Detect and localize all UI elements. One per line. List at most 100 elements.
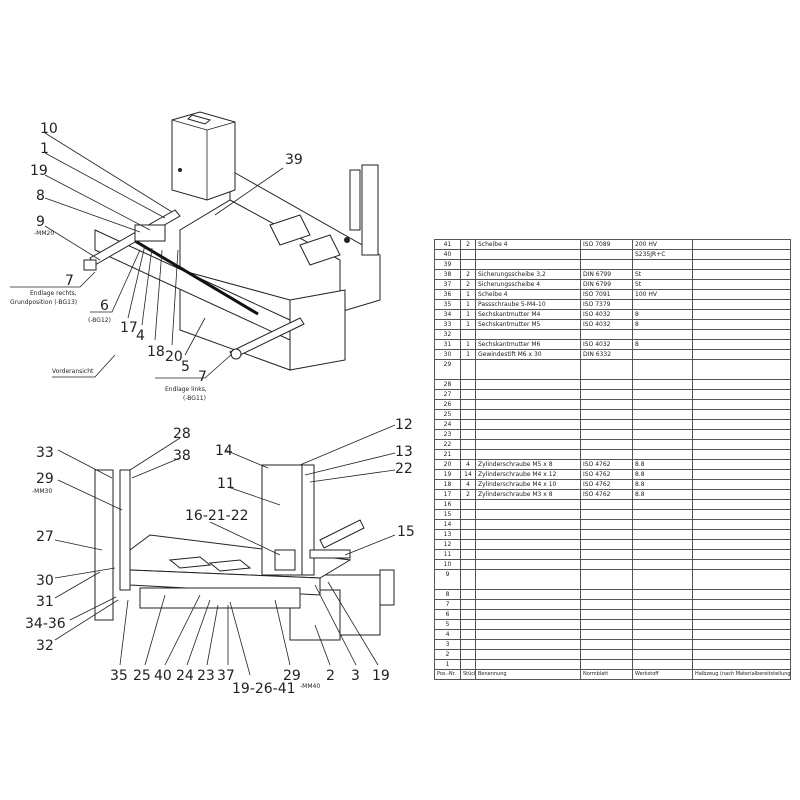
norm-cell: ISO 7379 — [580, 299, 633, 310]
callout-20: 20 — [165, 349, 183, 365]
callout-18: 18 — [147, 344, 165, 360]
material-cell — [632, 649, 693, 660]
norm-cell — [580, 619, 633, 630]
pos-cell: 28 — [434, 379, 461, 390]
material-cell — [632, 429, 693, 440]
qty-cell — [460, 359, 476, 380]
semi-cell — [692, 349, 791, 360]
semi-cell — [692, 619, 791, 630]
norm-cell — [580, 649, 633, 660]
qty-cell — [460, 509, 476, 520]
parts-row: 28 — [434, 379, 791, 390]
semi-cell — [692, 379, 791, 390]
material-cell: 100 HV — [632, 289, 693, 300]
semi-cell — [692, 659, 791, 670]
callout-27: 27 — [36, 529, 54, 545]
material-cell — [632, 569, 693, 590]
name-cell — [475, 259, 581, 270]
qty-cell — [460, 549, 476, 560]
parts-row: 3 — [434, 639, 791, 650]
callout-14: 14 — [215, 443, 233, 459]
qty-cell — [460, 519, 476, 530]
callout-12: 12 — [395, 417, 413, 433]
qty-cell — [460, 429, 476, 440]
norm-cell — [580, 589, 633, 600]
callout-4: 4 — [136, 328, 145, 344]
pos-cell: 40 — [434, 249, 461, 260]
callout-19: 19 — [30, 163, 48, 179]
semi-cell — [692, 419, 791, 430]
norm-cell — [580, 629, 633, 640]
qty-cell — [460, 589, 476, 600]
norm-cell — [580, 389, 633, 400]
note-bg11: (-BG11) — [183, 395, 206, 402]
name-cell — [475, 569, 581, 590]
callout-34-36: 34-36 — [25, 616, 66, 632]
material-cell — [632, 559, 693, 570]
window-a — [168, 556, 212, 569]
semi-cell — [692, 279, 791, 290]
pos-cell: 36 — [434, 289, 461, 300]
norm-cell — [580, 379, 633, 390]
limit-switch-left — [230, 348, 242, 360]
qty-cell: 2 — [460, 279, 476, 290]
qty-cell — [460, 389, 476, 400]
qty-cell — [460, 649, 476, 660]
parts-row: 27 — [434, 389, 791, 400]
note-mm20: -MM20 — [34, 230, 54, 237]
limit-switch-right — [83, 259, 97, 271]
parts-row: 32 — [434, 329, 791, 340]
qty-cell: 1 — [460, 319, 476, 330]
name-cell — [475, 519, 581, 530]
name-cell: Sechskantmutter M6 — [475, 339, 581, 350]
carriage — [134, 224, 166, 242]
material-cell: St — [632, 279, 693, 290]
name-cell — [475, 599, 581, 610]
cylinder-mm30 — [119, 469, 131, 591]
parts-row: 1 — [434, 659, 791, 670]
name-cell — [475, 499, 581, 510]
pos-cell: 17 — [434, 489, 461, 500]
qty-cell — [460, 499, 476, 510]
pos-cell: 8 — [434, 589, 461, 600]
parts-row: 4 — [434, 629, 791, 640]
parts-row: 25 — [434, 409, 791, 420]
name-cell — [475, 629, 581, 640]
name-cell — [475, 449, 581, 460]
column-header: Benennung — [475, 669, 581, 680]
pos-cell: 11 — [434, 549, 461, 560]
qty-cell — [460, 249, 476, 260]
norm-cell: DIN 6332 — [580, 349, 633, 360]
semi-cell — [692, 289, 791, 300]
pos-cell: 39 — [434, 259, 461, 270]
qty-cell — [460, 599, 476, 610]
norm-cell — [580, 609, 633, 620]
name-cell — [475, 649, 581, 660]
callout-28: 28 — [173, 426, 191, 442]
material-cell: 8 — [632, 319, 693, 330]
qty-cell — [460, 259, 476, 270]
name-cell — [475, 409, 581, 420]
callout-40: 40 — [154, 668, 172, 684]
pos-cell: 37 — [434, 279, 461, 290]
front-block — [289, 289, 346, 371]
qty-cell: 1 — [460, 299, 476, 310]
column-header: Halbzeug (nach Materialbereitstellungsli… — [692, 669, 791, 680]
name-cell — [475, 359, 581, 380]
shaft-15 — [309, 549, 351, 559]
pos-cell: 32 — [434, 329, 461, 340]
material-cell — [632, 509, 693, 520]
gas-spring — [349, 169, 361, 231]
pos-cell: 7 — [434, 599, 461, 610]
semi-cell — [692, 479, 791, 490]
callout-10: 10 — [40, 121, 58, 137]
name-cell: Zylinderschraube M4 x 12 — [475, 469, 581, 480]
parts-row: 15 — [434, 509, 791, 520]
material-cell — [632, 299, 693, 310]
norm-cell — [580, 399, 633, 410]
pos-cell: 20 — [434, 459, 461, 470]
pos-cell: 15 — [434, 509, 461, 520]
callout-29-mm40: 29 — [283, 668, 301, 684]
